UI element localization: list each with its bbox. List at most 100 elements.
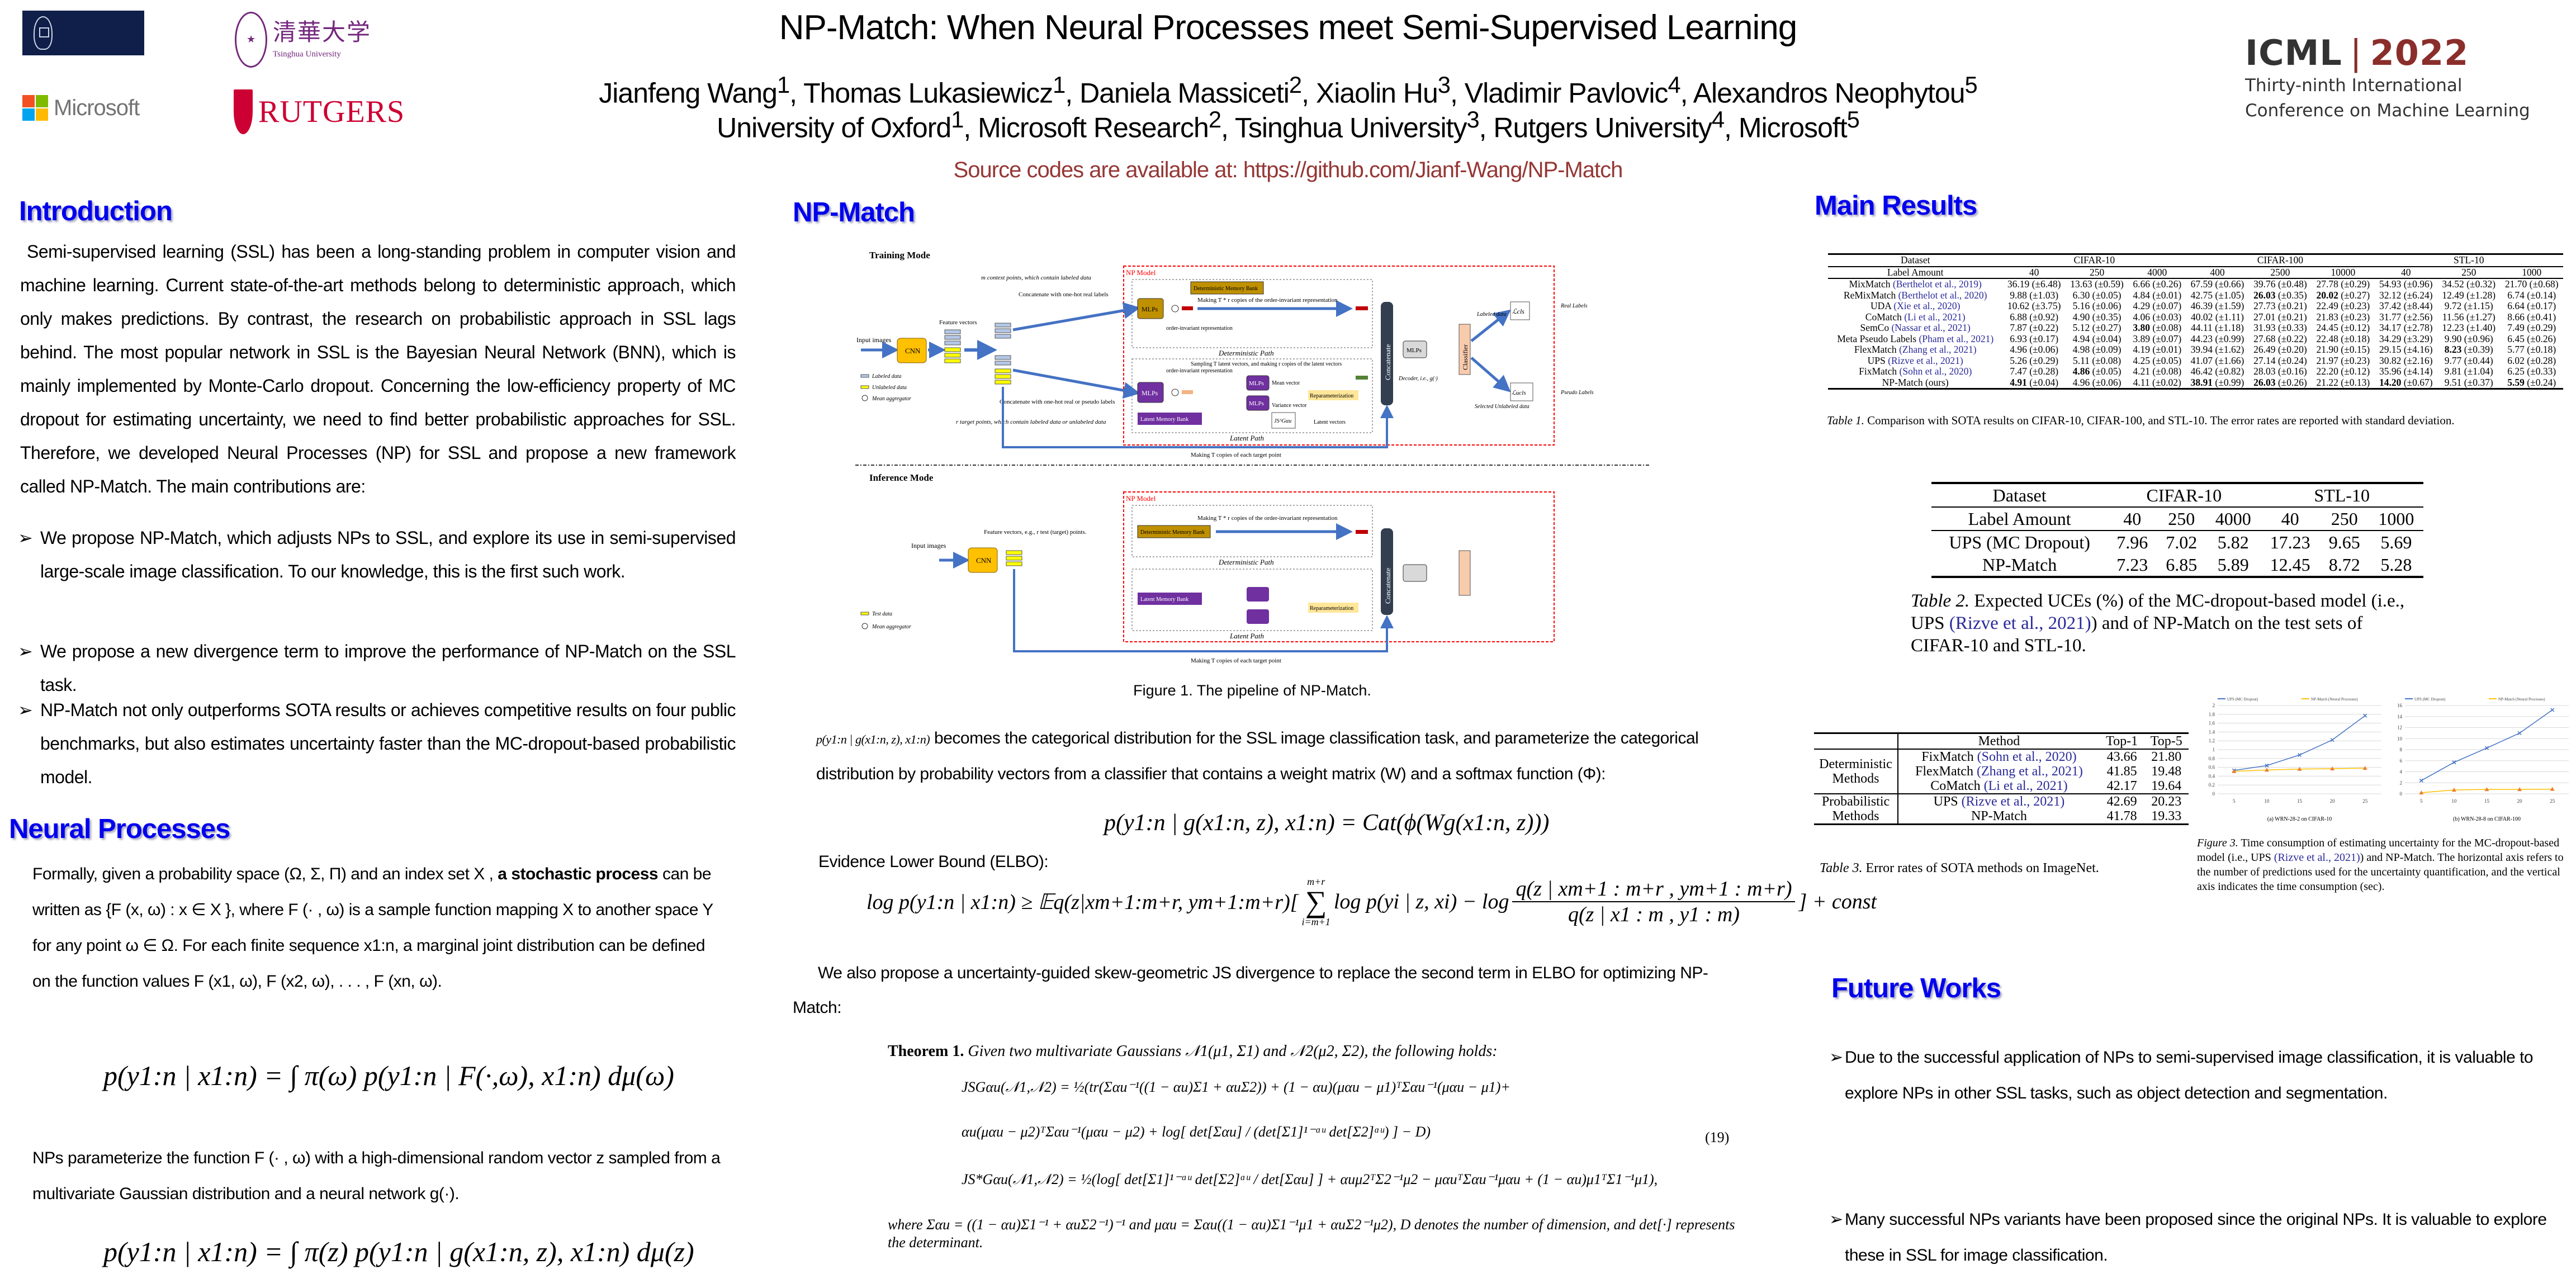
target-point-stack [995, 355, 1011, 385]
elbo-left: log p(y1:n | x1:n) ≥ 𝔼q(z|xm+1:m+r, ym+1… [866, 890, 1299, 914]
affiliation-name: Rutgers University [1493, 112, 1712, 144]
table-1-amount-header: 10000 [2331, 266, 2356, 278]
oxford-logo-line1: UNIVERSITY OF [1850, 263, 1922, 273]
table-2-value-cell: 7.96 [2116, 532, 2148, 552]
legend-label: NP-Match (Neural Processes) [2498, 697, 2545, 702]
table-row: MixMatch (Berthelot et al., 2019)36.19 (… [1828, 278, 2563, 290]
making-tr-label: Making T * r copies of the order-invaria… [1197, 515, 1338, 522]
data-point-x-marker [2297, 752, 2302, 757]
error-rate-value: 4.19 [2133, 344, 2150, 355]
np-paragraph-2: NPs parameterize the function F (· , ω) … [32, 1149, 721, 1203]
selected-unlabeled-label: Selected Unlabeled data [1475, 404, 1530, 410]
data-point-x-marker [2265, 763, 2269, 768]
js-paragraph: We also propose a uncertainty-guided ske… [793, 964, 1708, 1017]
table-row: UDA (Xie et al., 2020)10.62 (±3.75)5.16 … [1828, 300, 2563, 312]
source-code-link[interactable]: Source codes are available at: https://g… [953, 158, 1623, 182]
error-rate-std: (±0.22) [2026, 322, 2059, 333]
arrow-bullet-icon: ➢ [18, 700, 33, 720]
error-rate-value: 9.90 [2444, 333, 2462, 344]
error-rate-value: 27.73 [2253, 300, 2276, 311]
error-rate-value: 26.03 [2253, 289, 2276, 301]
error-rate-value: 67.59 [2190, 278, 2213, 290]
affiliation-index: 1 [951, 106, 964, 132]
np-paragraph-1: Formally, given a probability space (Ω, … [32, 856, 726, 1000]
table-3-top1-header: Top-1 [2106, 734, 2138, 749]
data-point-triangle-marker [2550, 787, 2555, 791]
data-point-triangle-marker [2330, 766, 2335, 770]
equation-number: (19) [1705, 1129, 1730, 1145]
error-rate-value: 6.45 [2507, 333, 2525, 344]
method-citation[interactable]: (Li et al., 2021) [1904, 311, 1966, 323]
error-rate-value: 37.42 [2379, 300, 2402, 311]
table-1-value-cell: 28.03 (±0.16) [2249, 366, 2312, 377]
table-1-label-amount-header: Label Amount [1887, 266, 1944, 278]
chart-time-cifar10: UPS (MC Dropout)NP-Match (Neural Process… [2209, 697, 2381, 822]
error-rate-std: (±0.02) [2149, 376, 2181, 388]
table-1-value-cell: 31.77 (±2.56) [2375, 311, 2437, 323]
table-3-group-label: Deterministic Methods [1814, 749, 1898, 794]
method-citation[interactable]: (Pham et al., 2021) [1919, 333, 1994, 344]
table-3-method-cell: UPS (Rizve et al., 2021) [1898, 794, 2100, 809]
error-rate-value: 39.76 [2253, 278, 2276, 290]
intro-bullet-text: We propose NP-Match, which adjusts NPs t… [40, 528, 736, 581]
error-rate-value: 6.30 [2072, 289, 2090, 301]
table-1-value-cell: 67.59 (±0.66) [2186, 278, 2248, 290]
error-rate-value: 46.39 [2190, 300, 2213, 311]
method-citation[interactable]: (Sohn et al., 2020) [1977, 750, 2077, 764]
method-name: FixMatch [1921, 750, 1977, 764]
table-1-amount-header: 400 [2210, 266, 2225, 278]
table-2-amount-header: 4000 [2215, 509, 2251, 529]
method-citation[interactable]: (Berthelot et al., 2019) [1892, 278, 1982, 290]
elbo-denominator: q(z | x1 : m , y1 : m) [1568, 903, 1740, 926]
method-citation[interactable]: (Zhang et al., 2021) [1899, 344, 1977, 355]
mlp-variance-block [1246, 395, 1270, 411]
table-3-top5-cell: 20.23 [2151, 794, 2182, 809]
y-tick-label: 12 [2397, 725, 2402, 731]
classifier-block [1459, 324, 1471, 375]
legend-mean-label: Mean aggregator [872, 396, 911, 402]
error-rate-value: 46.42 [2190, 366, 2213, 377]
error-rate-std: (±0.15) [2338, 344, 2370, 355]
arrow-icon [1012, 302, 1140, 332]
error-rate-std: (±1.05) [2213, 289, 2244, 301]
method-citation[interactable]: (Nassar et al., 2021) [1891, 322, 1971, 333]
author-name: Daniela Massiceti [1079, 77, 1290, 109]
table-1-value-cell: 34.17 (±2.78) [2375, 322, 2437, 334]
chart-subtitle: (a) WRN-28-2 on CIFAR-10 [2267, 816, 2332, 822]
mean-aggregator-icon [1171, 305, 1179, 312]
series-line [2234, 715, 2366, 771]
method-citation[interactable]: (Rizve et al., 2021) [1961, 794, 2065, 809]
error-rate-value: 3.80 [2133, 322, 2150, 333]
error-rate-value: 44.23 [2190, 333, 2213, 344]
det-representation-bar [1182, 306, 1193, 310]
method-citation[interactable]: (Li et al., 2021) [1983, 779, 2068, 793]
table-2-group-row: Dataset CIFAR-10 STL-10 [1931, 483, 2423, 507]
cnn-label: CNN [905, 347, 921, 355]
table-1-value-cell: 6.93 (±0.17) [2002, 333, 2065, 345]
error-rate-value: 5.77 [2507, 344, 2525, 355]
method-citation[interactable]: (Berthelot et al., 2020) [1898, 289, 1987, 301]
legend-mean-icon [861, 623, 868, 629]
context-points-label: m context points, which contain labeled … [981, 274, 1092, 281]
table-1-value-cell: 3.80 (±0.08) [2128, 322, 2186, 334]
error-rate-std: (±0.24) [2275, 354, 2307, 366]
table-1-value-cell: 14.20 (±0.67) [2375, 377, 2437, 389]
error-rate-std: (±0.67) [2401, 376, 2433, 388]
method-citation[interactable]: (Xie et al., 2020) [1893, 300, 1961, 311]
error-rate-value: 8.23 [2444, 344, 2462, 355]
table-3-top5-cell: 21.80 [2151, 750, 2182, 764]
error-rate-std: (±0.59) [2092, 278, 2124, 290]
error-rate-value: 36.19 [2007, 278, 2030, 290]
table-1-amount-header: 40 [2401, 266, 2411, 278]
theorem-equation-2: JS*Gαu(𝒩1,𝒩2) = ½(log[ det[Σ1]¹⁻ᵅᵘ det[Σ… [962, 1171, 1658, 1187]
error-rate-std: (±1.15) [2461, 300, 2493, 311]
elbo-numerator: q(z | xm+1 : m+r , ym+1 : m+r) [1512, 877, 1796, 902]
method-citation[interactable]: (Zhang et al., 2021) [1976, 764, 2083, 779]
method-name: FlexMatch [1854, 344, 1900, 355]
method-citation[interactable]: (Rizve et al., 2021) [1888, 354, 1963, 366]
table-1-value-cell: 4.19 (±0.01) [2128, 344, 2186, 356]
method-citation[interactable]: (Sohn et al., 2020) [1899, 366, 1972, 377]
table-2-caption-citation[interactable]: (Rizve et al., 2021) [1949, 613, 2091, 633]
figure-3-caption-citation[interactable]: (Rizve et al., 2021) [2274, 851, 2360, 864]
